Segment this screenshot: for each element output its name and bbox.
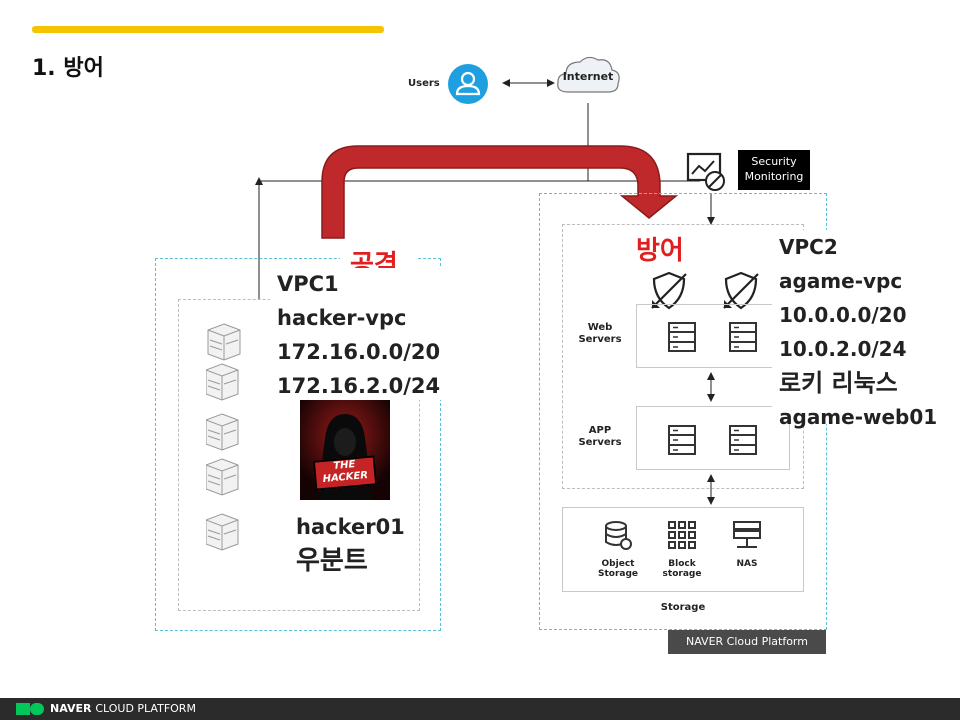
platform-badge: NAVER Cloud Platform: [668, 630, 826, 654]
object-storage-label-line2: Storage: [597, 569, 639, 579]
security-monitoring-label: Security Monitoring: [738, 150, 810, 190]
vpc2-vpc-id: agame-vpc: [779, 269, 903, 293]
footer-logo-circle-icon: [30, 703, 44, 715]
vpc1-info: VPC1 hacker-vpc 172.16.0.0/20 172.16.2.0…: [277, 267, 440, 403]
internet-cloud-icon: [554, 52, 622, 102]
users-label: Users: [408, 78, 440, 89]
vpc1-subnet: 172.16.2.0/24: [277, 374, 441, 398]
storage-box: [562, 507, 804, 592]
footer-brand: NAVER CLOUD PLATFORM: [50, 702, 196, 715]
vpc2-os: 로키 리눅스: [779, 369, 898, 397]
vpc1-box: [155, 258, 441, 631]
footer-brand-rest: CLOUD PLATFORM: [95, 702, 196, 715]
hacker-server-name: hacker01: [296, 515, 405, 539]
web-tier-label-line2: Servers: [578, 334, 622, 345]
web-tier-box: [636, 304, 790, 368]
web-tier-label: Web Servers: [570, 322, 630, 346]
vpc2-name: VPC2: [779, 235, 838, 259]
vpc2-subnet: 10.0.2.0/24: [779, 337, 907, 361]
app-tier-box: [636, 406, 790, 470]
storage-title: Storage: [660, 602, 706, 613]
app-tier-label-line2: Servers: [578, 437, 622, 448]
user-icon: [448, 64, 488, 104]
attack-arrow: [321, 145, 679, 239]
object-storage-label-line1: Object: [601, 559, 635, 569]
app-tier-label-line1: APP: [588, 425, 612, 436]
nas-label: NAS: [736, 559, 758, 569]
vpc1-info-bg: [270, 268, 442, 400]
block-storage-icon: [668, 521, 696, 553]
server-stack-icons: [205, 320, 256, 564]
footer-bar: [0, 698, 960, 720]
title-accent-bar: [32, 26, 384, 33]
footer-logo-icon: [16, 703, 30, 715]
block-storage-label-line1: Block: [668, 559, 696, 569]
app-tier-label: APP Servers: [570, 425, 630, 449]
security-label-line1: Security: [751, 155, 797, 168]
internet-label: Internet: [562, 70, 614, 83]
hacker-image: THE HACKER: [300, 400, 390, 500]
web-server-icon: [668, 322, 696, 356]
nas-icon: [732, 520, 762, 554]
vpc2-info: VPC2 agame-vpc 10.0.0.0/20 10.0.2.0/24 로…: [779, 230, 937, 434]
vpc1-name: VPC1: [277, 272, 339, 296]
object-storage-icon: [604, 520, 634, 554]
block-storage-label-line2: storage: [662, 569, 702, 579]
app-server-icon: [729, 425, 757, 459]
slide-title: 1. 방어: [32, 56, 104, 81]
footer-brand-strong: NAVER: [50, 702, 92, 715]
object-storage-label: Object Storage: [590, 559, 646, 579]
defense-label: 방어: [636, 236, 684, 266]
app-server-icon: [668, 425, 696, 459]
vpc2-server-name: agame-web01: [779, 405, 938, 429]
web-server-icon: [729, 322, 757, 356]
vpc1-cidr: 172.16.0.0/20: [277, 340, 441, 364]
web-tier-label-line1: Web: [587, 322, 613, 333]
security-label-line2: Monitoring: [744, 170, 804, 183]
hacker-os: 우분트: [296, 546, 368, 576]
vpc1-vpc-id: hacker-vpc: [277, 306, 407, 330]
hacker-badge: THE HACKER: [312, 455, 378, 491]
block-storage-label: Block storage: [655, 559, 709, 579]
security-monitoring-icon: [686, 152, 726, 192]
vpc2-info-bg: [772, 230, 940, 424]
vpc2-cidr: 10.0.0.0/20: [779, 303, 907, 327]
